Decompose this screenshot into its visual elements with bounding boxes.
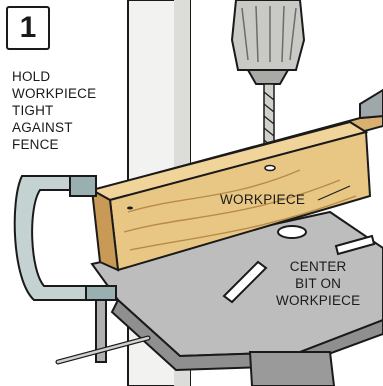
- drill-chuck: [232, 0, 304, 84]
- callout-line: WORKPIECE: [276, 292, 360, 309]
- step-number-badge: 1: [6, 6, 50, 50]
- callout-line: AGAINST: [12, 119, 96, 136]
- table-center-hole: [278, 226, 306, 238]
- callout-center-bit: CENTER BIT ON WORKPIECE: [276, 258, 360, 309]
- callout-line: TIGHT: [12, 102, 96, 119]
- callout-line: WORKPIECE: [12, 85, 96, 102]
- label-workpiece: WORKPIECE: [220, 192, 305, 207]
- callout-line: FENCE: [12, 136, 96, 153]
- callout-line: HOLD: [12, 68, 96, 85]
- callout-hold-workpiece: HOLD WORKPIECE TIGHT AGAINST FENCE: [12, 68, 96, 153]
- callout-line: CENTER: [276, 258, 360, 275]
- callout-line: BIT ON: [276, 275, 360, 292]
